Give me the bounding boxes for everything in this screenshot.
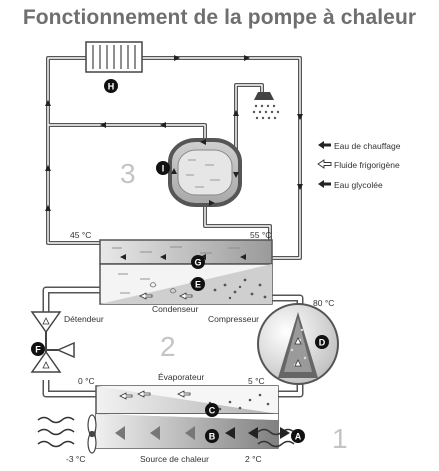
marker-e: E (191, 277, 205, 291)
compressor-label: Compresseur (208, 314, 259, 324)
legend: Eau de chauffage Fluide frigorigène Eau … (317, 141, 401, 190)
marker-c: C (205, 403, 219, 417)
marker-b: B (205, 429, 219, 443)
svg-text:I: I (162, 164, 165, 174)
condenser-label: Condenseur (152, 304, 198, 314)
heat-source-label: Source de chaleur (140, 454, 209, 464)
marker-d: D (315, 335, 329, 349)
svg-text:E: E (195, 280, 201, 290)
svg-text:C: C (209, 406, 216, 416)
evaporator (95, 385, 279, 415)
heat-source (95, 413, 279, 449)
condenser (99, 239, 273, 305)
inflow-arrow-icon (280, 427, 290, 439)
legend-glycol-water: Eau glycolée (318, 180, 383, 190)
svg-text:B: B (209, 432, 216, 442)
legend-label: Fluide frigorigène (334, 160, 400, 170)
zone-number: 2 (160, 331, 176, 362)
marker-a: A (291, 429, 305, 443)
temperature-label: 80 °C (313, 298, 334, 308)
shower-icon (252, 92, 280, 120)
solid-arrow-icon (318, 180, 331, 188)
expansion-valve (30, 311, 75, 373)
marker-g: G (191, 255, 205, 269)
svg-text:G: G (194, 258, 201, 268)
temperature-label: 2 °C (245, 454, 262, 464)
temperature-label: 0 °C (78, 376, 95, 386)
zone-number: 3 (120, 158, 136, 189)
svg-text:A: A (295, 432, 302, 442)
temperature-label: -3 °C (66, 454, 85, 464)
fan-icon (87, 414, 97, 454)
svg-text:H: H (108, 82, 115, 92)
hot-water-tank (168, 138, 242, 207)
legend-refrigerant: Fluide frigorigène (317, 159, 400, 170)
temperature-label: 5 °C (248, 376, 265, 386)
expansion-valve-label: Détendeur (64, 314, 104, 324)
solid-arrow-icon (318, 141, 331, 149)
air-wave-icon (37, 416, 295, 448)
svg-text:F: F (35, 345, 41, 355)
hollow-arrow-icon (317, 159, 332, 169)
compressor (257, 303, 339, 385)
legend-label: Eau glycolée (334, 180, 383, 190)
temperature-label: 55 °C (250, 230, 271, 240)
legend-label: Eau de chauffage (334, 141, 401, 151)
evaporator-label: Évaporateur (158, 372, 204, 382)
marker-i: I (156, 161, 170, 175)
marker-h: H (104, 79, 118, 93)
zone-number: 1 (332, 423, 348, 454)
legend-heating-water: Eau de chauffage (318, 141, 401, 151)
marker-f: F (31, 342, 45, 356)
svg-text:D: D (319, 338, 326, 348)
page-title: Fonctionnement de la pompe à chaleur (22, 6, 417, 29)
radiator-icon (85, 41, 143, 73)
temperature-label: 45 °C (70, 230, 91, 240)
